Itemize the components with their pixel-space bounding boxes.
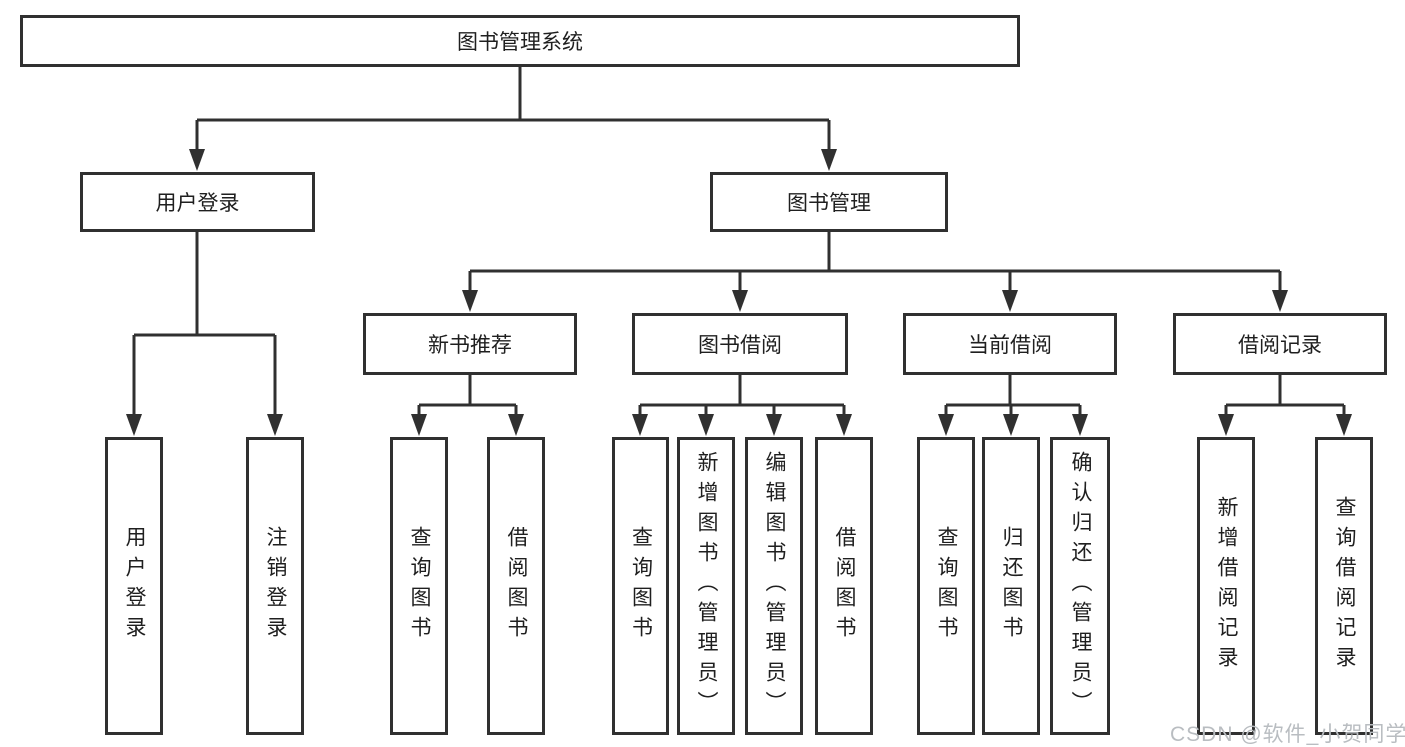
node-current-borrowing: 当前借阅: [903, 313, 1117, 375]
node-book-management: 图书管理: [710, 172, 948, 232]
leaf-borrowing-edit-admin-label: 编辑图书（管理员）: [763, 451, 786, 721]
leaf-current-query-label: 查询图书: [935, 526, 958, 646]
leaf-current-confirm-return-admin: 确认归还（管理员）: [1050, 437, 1110, 735]
leaf-newbooks-query-label: 查询图书: [408, 526, 431, 646]
node-book-borrowing: 图书借阅: [632, 313, 848, 375]
node-root-system-label: 图书管理系统: [457, 31, 583, 54]
node-new-books-label: 新书推荐: [428, 334, 512, 357]
node-current-borrowing-label: 当前借阅: [968, 334, 1052, 357]
node-book-borrowing-label: 图书借阅: [698, 334, 782, 357]
node-user-login: 用户登录: [80, 172, 315, 232]
leaf-borrowing-borrow: 借阅图书: [815, 437, 873, 735]
leaf-logout: 注销登录: [246, 437, 304, 735]
node-borrowing-records: 借阅记录: [1173, 313, 1387, 375]
leaf-current-confirm-return-admin-label: 确认归还（管理员）: [1069, 451, 1092, 721]
leaf-borrowing-borrow-label: 借阅图书: [833, 526, 856, 646]
node-root-system: 图书管理系统: [20, 15, 1020, 67]
leaf-records-query: 查询借阅记录: [1315, 437, 1373, 735]
csdn-watermark: CSDN @软件_小贺同学: [1170, 723, 1405, 746]
leaf-borrowing-edit-admin: 编辑图书（管理员）: [745, 437, 803, 735]
leaf-user-login-label: 用户登录: [123, 526, 146, 646]
leaf-logout-label: 注销登录: [264, 526, 287, 646]
leaf-newbooks-query: 查询图书: [390, 437, 448, 735]
leaf-borrowing-query-label: 查询图书: [629, 526, 653, 646]
leaf-records-add-label: 新增借阅记录: [1215, 496, 1238, 676]
node-user-login-label: 用户登录: [155, 192, 240, 215]
leaf-borrowing-add-admin-label: 新增图书（管理员）: [695, 451, 718, 721]
leaf-borrowing-add-admin: 新增图书（管理员）: [677, 437, 735, 735]
leaf-borrowing-query: 查询图书: [612, 437, 669, 735]
leaf-records-query-label: 查询借阅记录: [1333, 496, 1356, 676]
node-new-books: 新书推荐: [363, 313, 577, 375]
leaf-newbooks-borrow-label: 借阅图书: [505, 526, 528, 646]
leaf-records-add: 新增借阅记录: [1197, 437, 1255, 735]
leaf-current-query: 查询图书: [917, 437, 975, 735]
node-borrowing-records-label: 借阅记录: [1238, 334, 1322, 357]
leaf-newbooks-borrow: 借阅图书: [487, 437, 545, 735]
node-book-management-label: 图书管理: [787, 192, 871, 215]
leaf-current-return: 归还图书: [982, 437, 1040, 735]
leaf-current-return-label: 归还图书: [1000, 526, 1023, 646]
leaf-user-login: 用户登录: [105, 437, 163, 735]
